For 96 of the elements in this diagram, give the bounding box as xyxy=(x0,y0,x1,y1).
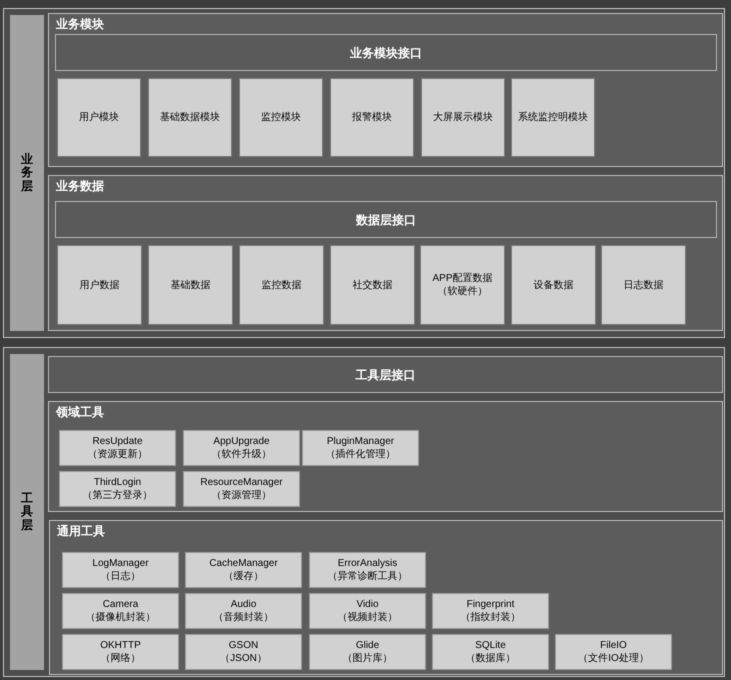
interface-label: 工具层接口 xyxy=(356,366,416,384)
box-label: 监控数据 xyxy=(262,278,302,292)
module-box xyxy=(330,245,415,325)
box-label: Camera xyxy=(102,598,138,611)
tool-box xyxy=(183,430,300,466)
tool-box xyxy=(309,593,426,629)
box-label: 监控模块 xyxy=(261,111,301,124)
box-label: 基础数据模块 xyxy=(160,111,220,124)
module-box xyxy=(57,245,142,325)
box-label: （音频封装） xyxy=(214,611,274,624)
tool-box xyxy=(309,634,426,670)
box-label: （资源更新） xyxy=(88,448,148,461)
tool-box xyxy=(185,593,302,629)
module-box xyxy=(239,78,323,157)
box-label: GSON xyxy=(228,639,258,652)
group-panel xyxy=(48,401,723,512)
tool-box xyxy=(185,552,302,588)
box-label: （软件升级） xyxy=(212,448,272,461)
box-label: Vidio xyxy=(356,598,379,611)
group-panel xyxy=(48,175,723,331)
layer-label: 工具层 xyxy=(21,492,33,532)
tool-box xyxy=(62,552,179,588)
box-label: 日志数据 xyxy=(624,278,664,292)
box-label: Fingerprint xyxy=(466,598,514,611)
module-box xyxy=(148,245,233,325)
box-label: 用户数据 xyxy=(80,278,120,292)
box-label: ThirdLogin xyxy=(94,476,142,489)
box-label: ResUpdate xyxy=(92,435,143,448)
layer-label: 业务层 xyxy=(21,153,33,193)
box-label: 社交数据 xyxy=(352,278,392,292)
tool-box xyxy=(185,634,302,670)
module-box xyxy=(330,78,414,157)
box-label: ResourceManager xyxy=(200,476,283,489)
panel-title: 通用工具 xyxy=(57,523,105,540)
tool-box xyxy=(59,430,176,466)
tool-box xyxy=(302,430,419,466)
module-box xyxy=(511,245,596,325)
layer-frame xyxy=(3,347,725,677)
module-box xyxy=(601,245,686,325)
layer-frame xyxy=(3,8,725,338)
box-label: （日志） xyxy=(100,570,140,583)
tool-box xyxy=(62,634,179,670)
box-label: （指纹封装） xyxy=(460,611,520,624)
box-label: AppUpgrade xyxy=(213,435,270,448)
panel-title: 领域工具 xyxy=(56,404,104,421)
box-label: 基础数据 xyxy=(170,278,210,292)
box-label: （第三方登录） xyxy=(82,489,152,502)
box-label: （软硬件） xyxy=(438,285,488,298)
box-label: （异常诊断工具） xyxy=(328,570,408,583)
box-label: 报警模块 xyxy=(352,111,392,124)
interface-bar xyxy=(55,201,717,238)
box-label: OKHTTP xyxy=(100,639,141,652)
box-label: 设备数据 xyxy=(534,278,574,292)
box-label: Glide xyxy=(356,639,380,652)
tool-box xyxy=(309,552,426,588)
module-box xyxy=(148,78,232,157)
box-label: （摄像机封装） xyxy=(86,611,156,624)
box-label: 用户模块 xyxy=(79,111,119,124)
box-label: （数据库） xyxy=(466,652,516,665)
tool-box xyxy=(432,634,549,670)
box-label: FileIO xyxy=(600,639,627,652)
module-box xyxy=(511,78,595,157)
tool-box xyxy=(432,593,549,629)
box-label: （JSON） xyxy=(220,652,267,665)
module-box xyxy=(421,78,505,157)
group-panel xyxy=(48,13,723,167)
box-label: Audio xyxy=(230,598,256,611)
interface-label: 数据层接口 xyxy=(356,212,416,228)
box-label: （插件化管理） xyxy=(326,448,396,461)
box-label: LogManager xyxy=(92,557,149,570)
box-label: （图片库） xyxy=(342,652,392,665)
module-box xyxy=(239,245,324,325)
box-label: ErrorAnalysis xyxy=(338,557,398,570)
tool-box xyxy=(59,471,176,507)
module-box xyxy=(420,245,505,325)
box-label: 大屏展示模块 xyxy=(433,111,493,124)
box-label: （文件IO处理） xyxy=(578,652,649,665)
tool-box xyxy=(62,593,179,629)
interface-label: 业务模块接口 xyxy=(350,44,422,62)
panel-title: 业务数据 xyxy=(56,178,104,195)
tool-box xyxy=(183,471,300,507)
tool-box xyxy=(555,634,672,670)
box-label: （视频封装） xyxy=(338,611,398,624)
box-label: CacheManager xyxy=(209,557,278,570)
interface-bar xyxy=(48,356,723,393)
box-label: （缓存） xyxy=(224,570,264,583)
box-label: SQLite xyxy=(475,639,506,652)
box-label: PluginManager xyxy=(326,435,394,448)
box-label: APP配置数据 xyxy=(432,272,492,285)
interface-bar xyxy=(55,34,717,71)
box-label: （网络） xyxy=(100,652,140,665)
box-label: （资源管理） xyxy=(212,489,272,502)
module-box xyxy=(57,78,141,157)
group-panel xyxy=(49,520,723,675)
box-label: 系统监控明模块 xyxy=(518,111,588,124)
panel-title: 业务模块 xyxy=(56,16,104,33)
